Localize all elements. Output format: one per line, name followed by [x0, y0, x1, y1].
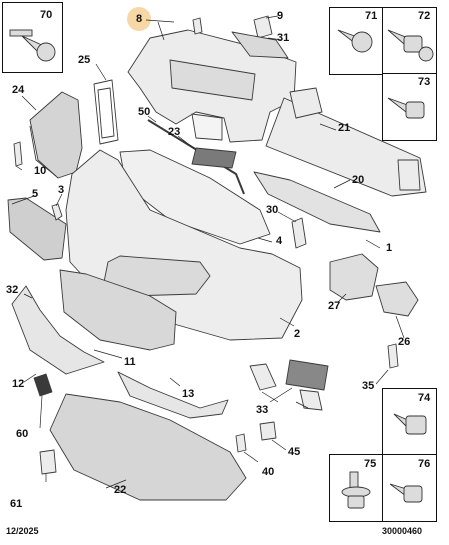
callout-31[interactable]: 31 [277, 32, 290, 44]
trim-strip-50 [147, 119, 245, 195]
callout-25[interactable]: 25 [78, 54, 91, 66]
lower-grille-11 [59, 269, 177, 351]
bracket-10 [13, 141, 23, 167]
callout-35[interactable]: 35 [362, 380, 375, 392]
callout-2[interactable]: 2 [294, 328, 301, 340]
callout-60[interactable]: 60 [16, 428, 29, 440]
air-guide-26 [375, 281, 419, 317]
air-guide-27 [329, 253, 379, 301]
callout-4[interactable]: 4 [276, 235, 283, 247]
callout-24[interactable]: 24 [12, 84, 25, 96]
fastener-box-70 [2, 2, 63, 73]
callout-22[interactable]: 22 [114, 484, 127, 496]
emblem-60 [33, 373, 53, 397]
callout-8[interactable]: 8 [136, 13, 143, 25]
callout-23[interactable]: 23 [168, 126, 181, 138]
callout-27[interactable]: 27 [328, 300, 341, 312]
callout-33[interactable]: 33 [256, 404, 269, 416]
fastener-box-75 [329, 454, 384, 522]
air-duct-31 [231, 31, 289, 59]
callout-20[interactable]: 20 [352, 174, 365, 186]
clip-45 [259, 421, 277, 441]
box-label-73: 73 [418, 76, 431, 88]
callout-21[interactable]: 21 [338, 122, 351, 134]
absorber-20 [253, 171, 381, 233]
callout-10[interactable]: 10 [34, 165, 47, 177]
footer-reference: 30000460 [382, 526, 423, 536]
bracket-35 [387, 343, 399, 369]
callout-3[interactable]: 3 [58, 184, 65, 196]
box-label-72: 72 [418, 10, 431, 22]
callout-30[interactable]: 30 [266, 204, 279, 216]
bracket-30 [291, 217, 307, 249]
callout-50[interactable]: 50 [138, 106, 151, 118]
callout-1[interactable]: 1 [386, 242, 393, 254]
callout-11[interactable]: 11 [124, 356, 136, 368]
bracket-25 [93, 79, 119, 145]
clip-part-9 [253, 15, 273, 39]
box-label-74: 74 [418, 392, 431, 404]
callout-13[interactable]: 13 [182, 388, 195, 400]
grille-piece-33 [285, 359, 329, 391]
bracket-61 [39, 449, 57, 475]
box-label-76: 76 [418, 458, 431, 470]
box-label-71: 71 [365, 10, 378, 22]
callout-40[interactable]: 40 [262, 466, 275, 478]
callout-45[interactable]: 45 [288, 446, 301, 458]
bracket-40 [235, 433, 247, 453]
clip-3 [51, 203, 63, 221]
callout-9[interactable]: 9 [277, 10, 284, 22]
screw-icon [9, 29, 33, 37]
highlight-marker [127, 7, 151, 31]
trim-13 [117, 371, 229, 419]
callout-61[interactable]: 61 [10, 498, 23, 510]
callout-32[interactable]: 32 [6, 284, 19, 296]
bumper-beam-21 [265, 97, 427, 197]
screw-icon [349, 471, 359, 489]
spoiler-lip-12 [11, 285, 105, 375]
footer-date: 12/2025 [6, 526, 39, 536]
callout-26[interactable]: 26 [398, 336, 411, 348]
callout-12[interactable]: 12 [12, 378, 25, 390]
grille-insert-23 [191, 147, 237, 169]
deflector-24 [29, 91, 83, 179]
grille-5 [7, 197, 67, 261]
box-label-70: 70 [40, 9, 53, 21]
box-label-75: 75 [364, 458, 377, 470]
undertray-22 [49, 393, 247, 501]
callout-5[interactable]: 5 [32, 188, 39, 200]
